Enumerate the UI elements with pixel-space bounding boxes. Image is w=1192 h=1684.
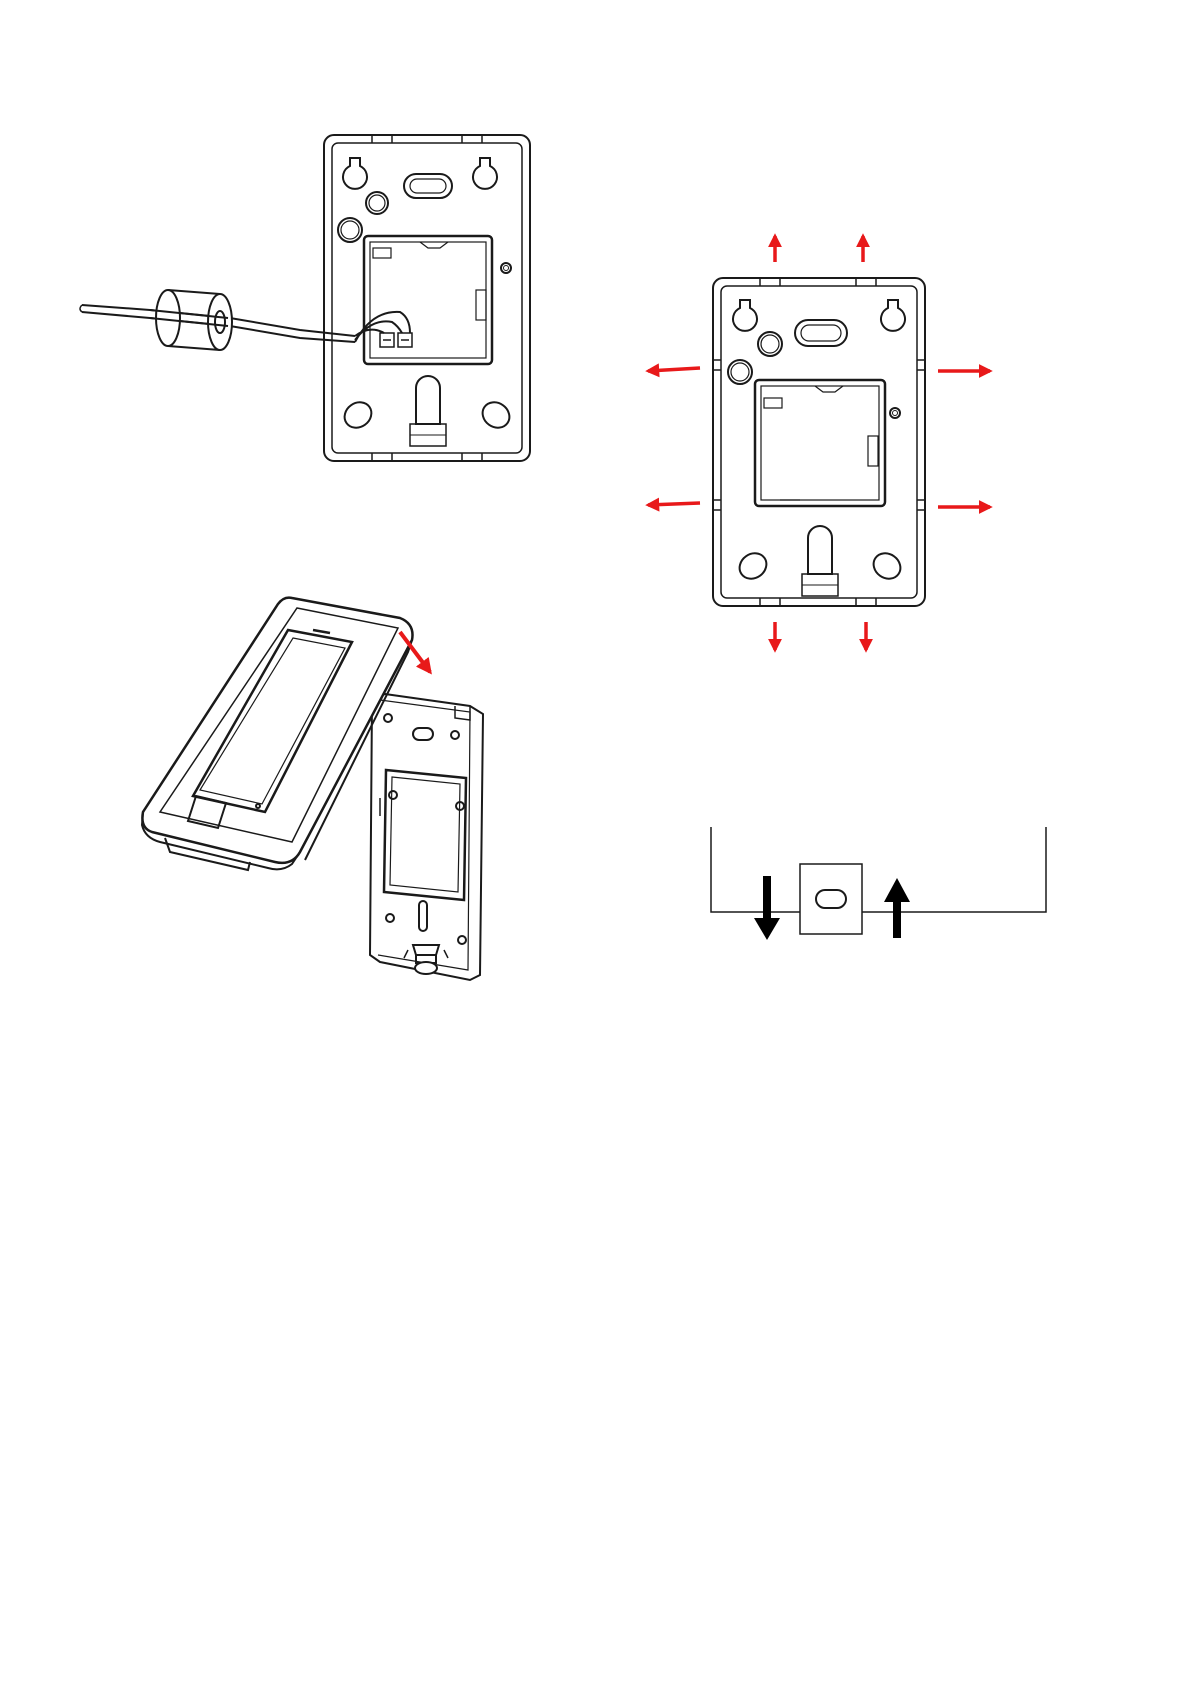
mounting-figure — [142, 598, 483, 980]
slot-plate — [800, 864, 862, 934]
wiring-back-plate — [324, 135, 530, 461]
expansion-figure — [713, 278, 925, 606]
ferrite-core — [150, 290, 232, 350]
wiring-figure — [80, 135, 530, 461]
up-arrow — [884, 878, 910, 938]
down-arrow — [754, 876, 780, 940]
arrow-left-bottom — [648, 503, 700, 505]
mounting-plate — [370, 694, 483, 980]
slot-detail-figure — [711, 827, 1046, 940]
expansion-arrows — [648, 236, 990, 650]
slot-wall-outline — [711, 827, 1046, 912]
arrow-left-top — [648, 368, 700, 371]
